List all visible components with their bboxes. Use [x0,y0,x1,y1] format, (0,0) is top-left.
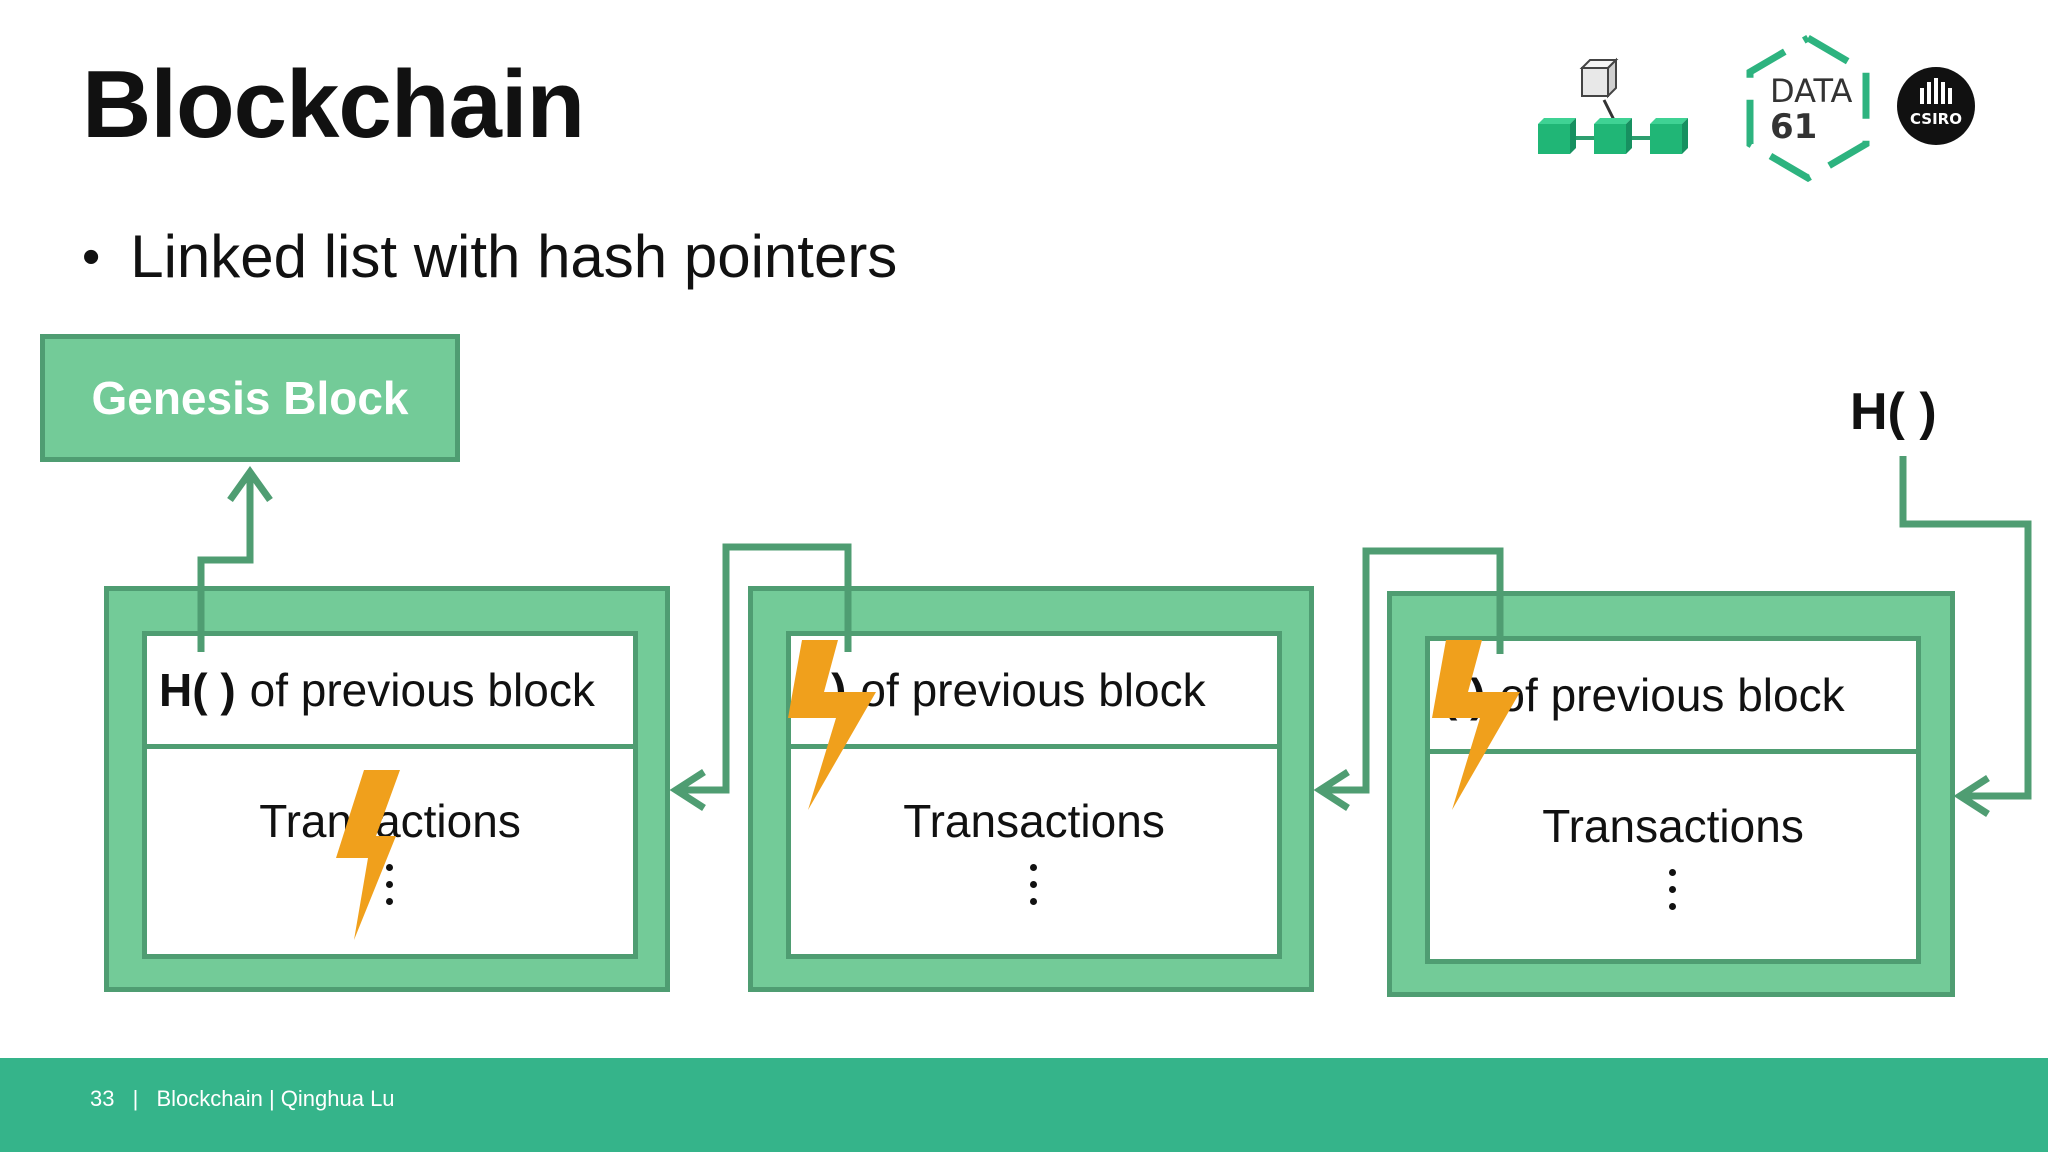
footer-page-number: 33 [90,1086,115,1111]
block-3-header-text: of previous block [1499,669,1845,721]
pointer-block3-to-block2 [1320,547,1504,794]
block-3-vertical-ellipsis [1669,869,1677,920]
csiro-text: CSIRO [1910,110,1962,128]
block-1: H( ) of previous block Transactions [104,586,670,992]
lightning-icon [1432,640,1520,810]
csiro-logo: CSIRO [1896,66,1976,151]
pointer-block2-to-block1 [676,543,852,794]
bullet-dot: • [82,227,101,286]
footer-caption: Blockchain | Qinghua Lu [156,1086,395,1111]
block-2-transactions: Transactions [903,795,1165,847]
lightning-icon [788,640,876,810]
blockchain-logo-icon [1534,56,1698,165]
footer-bar: 33 | Blockchain | Qinghua Lu [0,1058,2048,1152]
pointer-head-to-block3 [1899,456,2032,800]
footer-text: 33 | Blockchain | Qinghua Lu [90,1086,395,1112]
arrowhead-block3 [1953,775,1990,817]
lightning-icon [336,770,400,940]
bullet-item: • Linked list with hash pointers [82,222,897,291]
data61-logo: DATA 61 [1738,34,1878,187]
block-2-header-text: of previous block [860,664,1206,716]
bullet-text: Linked list with hash pointers [130,223,898,290]
block-3-transactions: Transactions [1542,800,1804,852]
slide-title: Blockchain [82,51,585,158]
head-hash-label: H( ) [1850,383,1937,441]
block-1-vertical-ellipsis [386,864,394,915]
block-1-header: H( ) of previous block [147,636,633,749]
block-1-header-text: of previous block [249,664,595,716]
pointer-block1-to-genesis [197,472,254,652]
arrowhead-genesis [227,465,273,503]
genesis-block: Genesis Block [40,334,460,462]
genesis-block-label: Genesis Block [91,372,409,424]
footer-separator: | [132,1086,139,1111]
block-2-vertical-ellipsis [1030,864,1038,915]
arrowhead-block2 [1313,769,1350,811]
block-2-inner: ( ) of previous block Transactions [786,631,1282,959]
arrowhead-block1 [669,769,706,811]
block-1-hash-label: H( ) [159,664,236,716]
block-2: ( ) of previous block Transactions [748,586,1314,992]
block-3: ( ) of previous block Transactions [1387,591,1955,997]
data61-line2: 61 [1770,107,1817,147]
data61-line1: DATA [1770,72,1853,110]
